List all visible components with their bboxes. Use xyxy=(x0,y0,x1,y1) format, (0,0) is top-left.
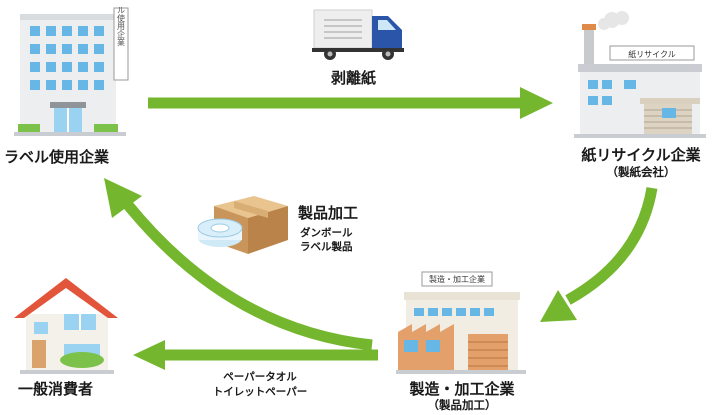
arrow-to-consumer xyxy=(133,340,378,370)
arrow-to-manufacturer xyxy=(540,187,658,322)
arrow-to-label-company xyxy=(104,178,373,351)
recycler-name: 紙リサイクル企業 xyxy=(581,146,701,164)
recycler-subtitle: （製紙会社） xyxy=(606,165,676,179)
truck-icon xyxy=(312,9,404,60)
release-paper-label: 剥離紙 xyxy=(331,69,377,87)
recycler-sign: 紙リサイクル xyxy=(628,49,676,59)
processing-line1: ダンボール xyxy=(300,227,353,239)
cardboard-box-icon xyxy=(197,196,288,254)
consumer-name: 一般消費者 xyxy=(18,380,94,398)
towel-line2: トイレットペーパー xyxy=(212,386,308,398)
processing-title: 製品加工 xyxy=(298,204,359,222)
office-building-icon: ラベル使用企業 xyxy=(14,6,129,136)
towel-line1: ペーパータオル xyxy=(223,371,297,383)
recycling-factory-icon: 紙リサイクル xyxy=(574,11,706,138)
manufacturer-sign: 製造・加工企業 xyxy=(429,274,485,284)
arrow-to-recycler xyxy=(148,87,553,119)
manufacturing-factory-icon: 製造・加工企業 xyxy=(396,271,526,374)
manufacturer-subtitle: （製品加工） xyxy=(427,398,497,412)
processing-line2: ラベル製品 xyxy=(300,241,353,253)
house-icon xyxy=(14,278,118,374)
manufacturer-name: 製造・加工企業 xyxy=(409,380,515,398)
office-sign: ラベル使用企業 xyxy=(117,6,126,47)
label-company-name: ラベル使用企業 xyxy=(4,148,110,166)
